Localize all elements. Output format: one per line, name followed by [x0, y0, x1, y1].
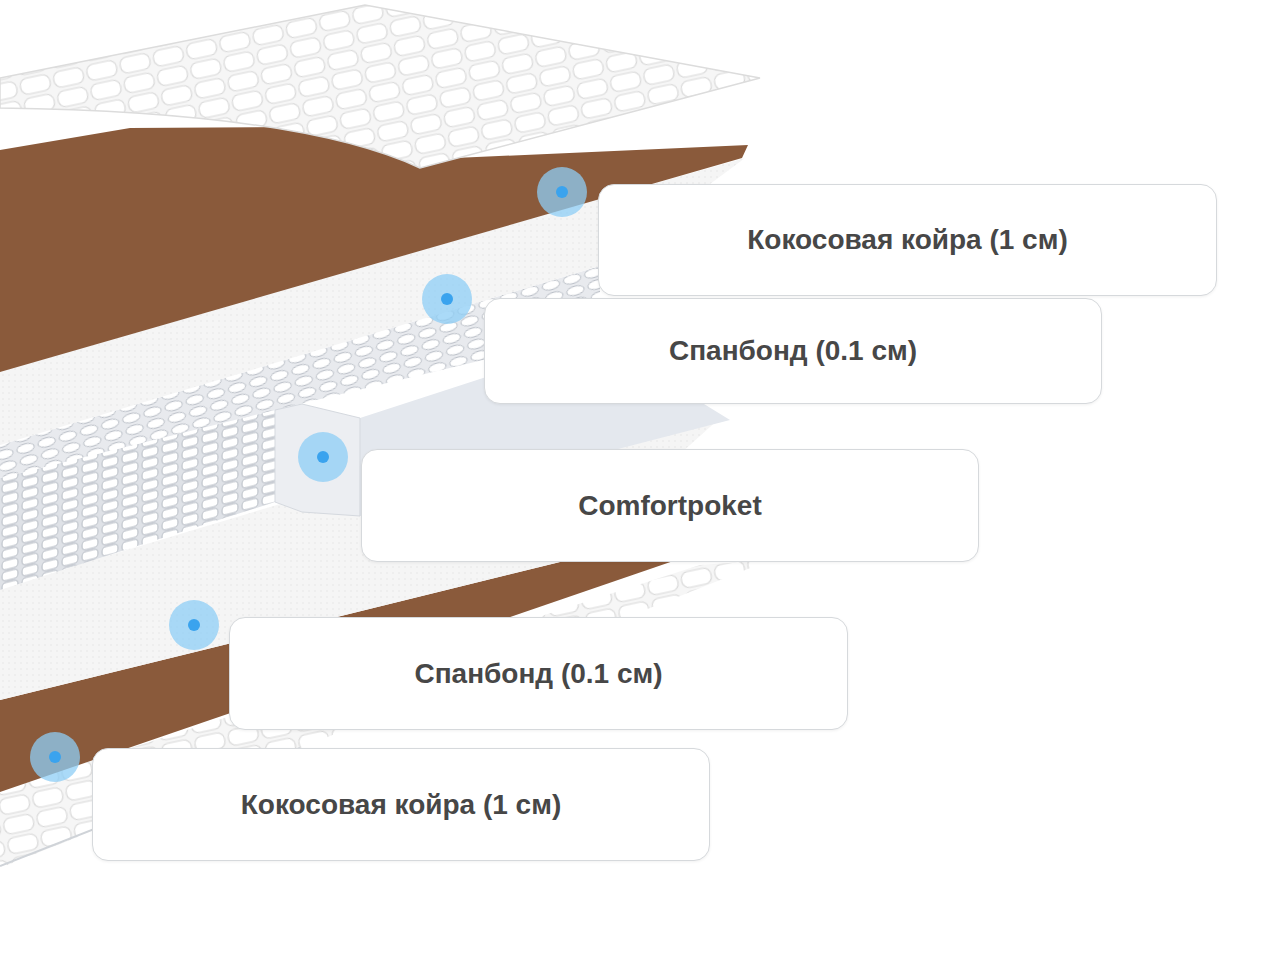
callout-box: Спанбонд (0.1 см)	[484, 298, 1102, 404]
mattress-layers	[0, 5, 770, 868]
callout-dot	[317, 451, 329, 463]
callout-dot	[537, 167, 587, 217]
layer-label: Спанбонд (0.1 см)	[669, 335, 917, 367]
top-cover	[0, 5, 760, 168]
layer-label: Кокосовая койра (1 см)	[241, 789, 561, 821]
callout-dot	[422, 274, 472, 324]
callout-dot	[556, 186, 568, 198]
callout-dot	[188, 619, 200, 631]
callout-box: Кокосовая койра (1 см)	[92, 748, 710, 861]
callout-box: Comfortpoket	[361, 449, 979, 562]
callout-dot	[169, 600, 219, 650]
callout-box: Спанбонд (0.1 см)	[229, 617, 848, 730]
callout-dot	[30, 732, 80, 782]
foam-end	[275, 404, 360, 516]
callout-box: Кокосовая койра (1 см)	[598, 184, 1217, 296]
callout-dot	[49, 751, 61, 763]
layer-label: Comfortpoket	[578, 490, 762, 522]
layer-label: Спанбонд (0.1 см)	[414, 658, 662, 690]
callout-dot	[441, 293, 453, 305]
layer-label: Кокосовая койра (1 см)	[747, 224, 1067, 256]
callout-dot	[298, 432, 348, 482]
